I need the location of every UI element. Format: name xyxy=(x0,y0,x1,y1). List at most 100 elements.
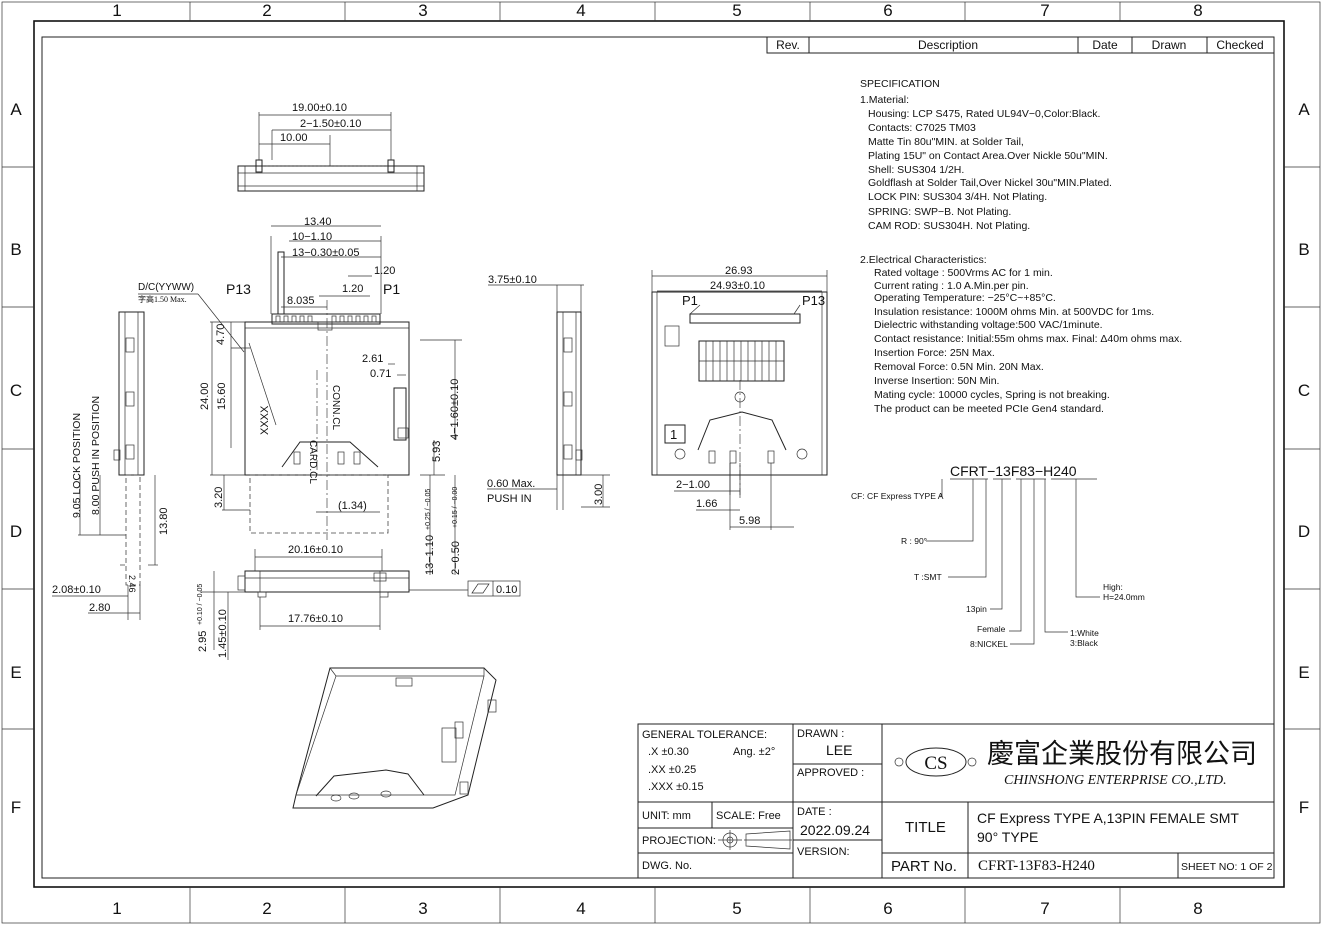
electrical-line: Insulation resistance: 1000M ohms Min. a… xyxy=(874,306,1154,318)
material-line: Matte Tin 80u"MIN. at Solder Tail, xyxy=(868,136,1024,148)
drawn-label: DRAWN : xyxy=(797,728,844,740)
material-line: Housing: LCP S475, Rated UL94V−0,Color:B… xyxy=(868,108,1100,120)
tolerance-angle: Ang. ±2° xyxy=(733,746,775,758)
zone-col-3: 3 xyxy=(418,1,427,20)
date-label: DATE : xyxy=(797,806,832,818)
dim-470: 4.70 xyxy=(215,324,227,345)
top-view: 19.00±0.10 2−1.50±0.10 10.00 xyxy=(237,102,425,192)
dim-1560: 15.60 xyxy=(216,382,228,410)
electrical-title: 2.Electrical Characteristics: xyxy=(860,254,987,266)
zone-row-a-right: A xyxy=(1298,100,1310,119)
right-side-view: 3.75±0.10 0.60 Max. PUSH IN 3.00 xyxy=(487,274,610,510)
rev-header: Rev. xyxy=(776,38,800,52)
sheet-number: SHEET NO: 1 OF 2 xyxy=(1181,861,1273,873)
dim-208: 2.08±0.10 xyxy=(52,584,101,596)
dim-8035: 8.035 xyxy=(287,295,315,307)
zone-row-d: D xyxy=(10,522,22,541)
push-max: 0.60 Max. xyxy=(487,478,535,490)
dim-166: 1.66 xyxy=(696,498,717,510)
date-code-note: 字高1.50 Max. xyxy=(138,294,187,304)
zone-col-5: 5 xyxy=(732,1,741,20)
tolerance-x: .X ±0.30 xyxy=(648,746,689,758)
description-header: Description xyxy=(918,38,978,52)
code-high1: High: xyxy=(1103,582,1123,592)
title-block: GENERAL TOLERANCE: .X ±0.30 Ang. ±2° .XX… xyxy=(637,723,1275,879)
logo-text: CS xyxy=(924,753,947,774)
zone-row-c: C xyxy=(10,381,22,400)
pin-one-mark: 1 xyxy=(670,427,677,442)
date-code-label: D/C(YYWW) xyxy=(138,282,194,293)
flatness-value: 0.10 xyxy=(496,584,517,596)
dim-10-110: 10−1.10 xyxy=(292,231,332,243)
zone-col-8-bottom: 8 xyxy=(1193,899,1202,918)
company-name-cn: 慶富企業股份有限公司 xyxy=(987,739,1257,769)
material-title: 1.Material: xyxy=(860,94,909,106)
dim-320: 3.20 xyxy=(213,487,225,508)
electrical-line: Insertion Force: 25N Max. xyxy=(874,347,995,359)
part-code-breakdown: CFRT−13F83−H240 CF: CF Express TYPE A R … xyxy=(851,463,1145,649)
tolerance-title: GENERAL TOLERANCE: xyxy=(642,729,767,741)
dim-1340: 13.40 xyxy=(304,216,332,228)
dim-1776: 17.76±0.10 xyxy=(288,613,343,625)
material-line: LOCK PIN: SUS304 3/4H. Not Plating. xyxy=(868,191,1047,203)
dim-280: 2.80 xyxy=(89,602,110,614)
dim-145: 1.45±0.10 xyxy=(217,609,229,658)
card-centerline: CARD.CL xyxy=(307,440,318,484)
zone-row-f: F xyxy=(11,798,21,817)
tol-295: +0.10 / −0.05 xyxy=(197,584,204,625)
lock-position: 9.05 LOCK POSITION xyxy=(71,413,83,518)
dim-2-150: 2−1.50±0.10 xyxy=(300,118,361,130)
zone-row-e-right: E xyxy=(1298,663,1309,682)
push-position: 8.00 PUSH IN POSITION xyxy=(90,396,102,515)
dim-593: 5.93 xyxy=(431,441,443,462)
dim-120b: 1.20 xyxy=(342,283,363,295)
code-t: T :SMT xyxy=(914,572,942,582)
zone-col-4-bottom: 4 xyxy=(576,899,585,918)
zone-col-2-bottom: 2 xyxy=(262,899,271,918)
dim-295: 2.95 xyxy=(197,631,209,652)
title-label: TITLE xyxy=(905,819,946,836)
version-label: VERSION: xyxy=(797,846,850,858)
drawing-date: 2022.09.24 xyxy=(800,822,870,838)
zone-col-7: 7 xyxy=(1040,1,1049,20)
electrical-line: The product can be meeted PCIe Gen4 stan… xyxy=(874,403,1104,415)
dim-10: 10.00 xyxy=(280,132,308,144)
company-logo: CS xyxy=(894,747,977,777)
push-in: PUSH IN xyxy=(487,493,532,505)
tol-050: +0.15 / −0.00 xyxy=(452,487,459,528)
zone-col-3-bottom: 3 xyxy=(418,899,427,918)
rear-pin-p1: P1 xyxy=(682,293,698,308)
code-cf: CF: CF Express TYPE A xyxy=(851,491,944,501)
code-pin: 13pin xyxy=(966,604,987,614)
electrical-line: Operating Temperature: −25°C~+85°C. xyxy=(874,292,1056,304)
material-line: Goldflash at Solder Tail,Over Nickel 30u… xyxy=(868,177,1112,189)
projection-symbol xyxy=(718,830,792,850)
dim-2016: 20.16±0.10 xyxy=(288,544,343,556)
dim-2400: 24.00 xyxy=(199,382,211,410)
drawing-title: CF Express TYPE A,13PIN FEMALE SMT xyxy=(977,810,1239,826)
material-line: CAM ROD: SUS304H. Not Plating. xyxy=(868,220,1030,232)
code-female: Female xyxy=(977,624,1006,634)
revision-table: Rev. Description Date Drawn Checked xyxy=(766,36,1275,54)
dim-300: 3.00 xyxy=(593,484,605,505)
drawn-by: LEE xyxy=(826,742,852,758)
zone-col-1-bottom: 1 xyxy=(112,899,121,918)
company-name-en: CHINSHONG ENTERPRISE CO.,LTD. xyxy=(1004,773,1227,788)
dim-246: 2.46 xyxy=(127,575,137,593)
zone-row-b-right: B xyxy=(1298,240,1309,259)
material-line: Shell: SUS304 1/2H. xyxy=(868,164,964,176)
rear-view: 26.93 24.93±0.10 2−1.00 1.66 5.98 1 P1 P… xyxy=(651,265,828,530)
dim-1380: 13.80 xyxy=(158,507,170,535)
checked-header: Checked xyxy=(1216,38,1263,52)
zone-row-e: E xyxy=(10,663,21,682)
part-number: CFRT-13F83-H240 xyxy=(978,858,1095,874)
tol-110: +0.25 / −0.05 xyxy=(425,489,432,530)
bottom-view: 20.16±0.10 17.76±0.10 2.95 +0.10 / −0.05… xyxy=(197,544,521,660)
dim-120a: 1.20 xyxy=(374,265,395,277)
drawing-number-label: DWG. No. xyxy=(642,860,692,872)
rear-pin-p13: P13 xyxy=(802,293,825,308)
part-number-label: PART No. xyxy=(891,858,957,875)
material-line: Contacts: C7025 TM03 xyxy=(868,122,976,134)
